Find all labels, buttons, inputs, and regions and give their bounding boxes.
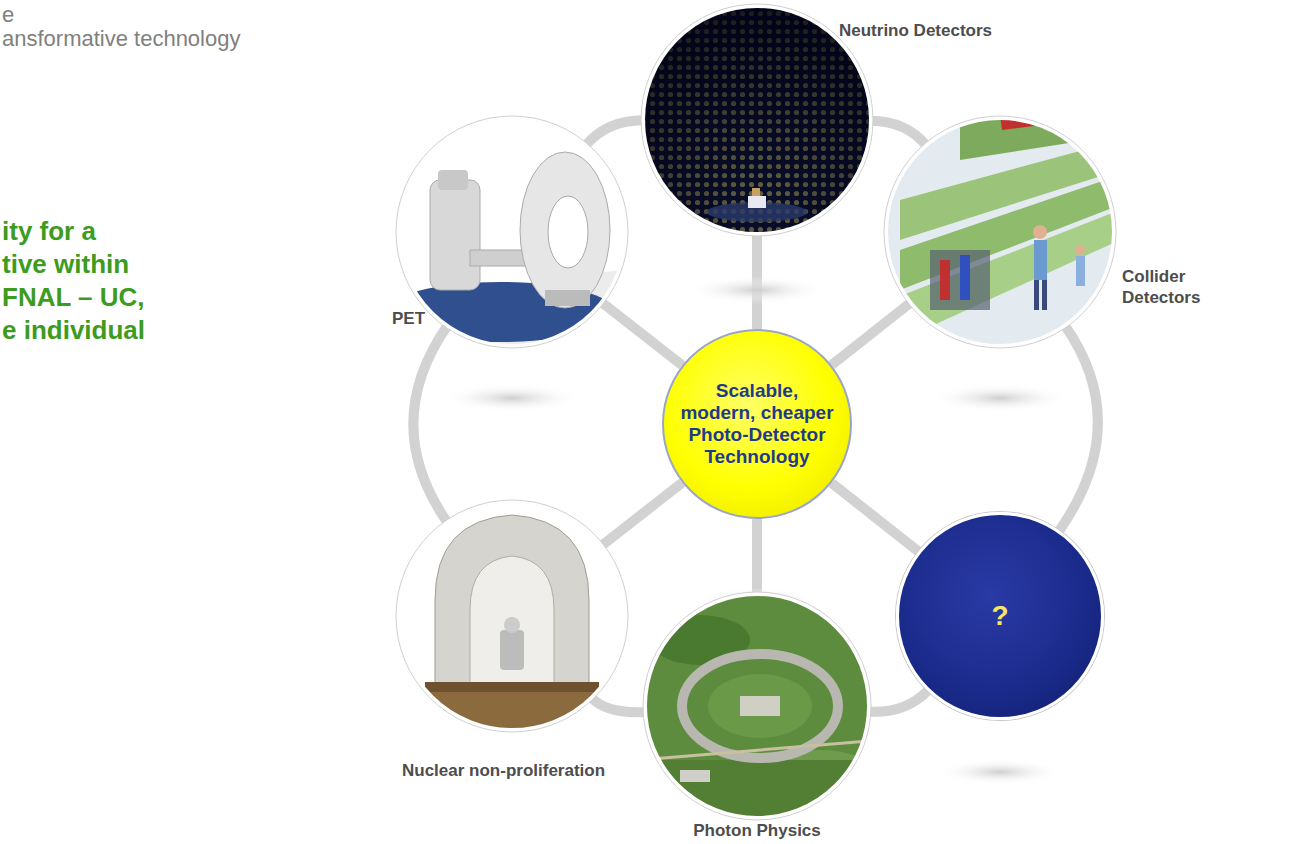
ring-arc: [413, 326, 447, 522]
label-holder: Photon Physics: [645, 820, 869, 841]
ring-arc: [586, 120, 643, 145]
spoke-line: [832, 303, 911, 365]
application-label: Nuclear non-proliferation: [402, 760, 632, 781]
hub-circle: Scalable, modern, cheaper Photo-Detector…: [662, 329, 852, 519]
application-label: Collider Detectors: [1122, 266, 1222, 308]
application-circle: Photon Physics: [645, 594, 869, 818]
slide-bullet-text: e individual: [2, 315, 145, 345]
slide-text: ansformative technology: [2, 26, 240, 52]
application-circle: Collider Detectors: [886, 118, 1114, 346]
hub-text: Scalable, modern, cheaper Photo-Detector…: [677, 380, 837, 468]
ring-arc: [871, 121, 926, 145]
spoke-line: [602, 302, 682, 365]
question-mark: ?: [991, 600, 1008, 632]
spoke-line: [752, 519, 762, 594]
application-label: PET: [392, 308, 436, 329]
slide-text: e: [2, 2, 14, 28]
spoke-line: [832, 483, 919, 552]
slide-bullet-text: FNAL – UC,: [2, 282, 145, 312]
ring-arc: [869, 691, 928, 712]
label-holder: Collider Detectors: [1122, 266, 1222, 308]
ring-arc: [1059, 326, 1098, 531]
label-holder: PET: [392, 308, 436, 329]
spoke-line: [602, 483, 682, 546]
application-circle: Nuclear non-proliferation: [398, 502, 626, 730]
unknown-circle: ?: [896, 512, 1104, 720]
label-holder: Neutrino Detectors: [839, 20, 1009, 41]
application-label: Photon Physics: [645, 820, 869, 841]
slide-bullet-text: ity for a: [2, 216, 96, 246]
application-label: Neutrino Detectors: [839, 20, 1009, 41]
slide-bullet-text: tive within: [2, 249, 129, 279]
label-holder: Nuclear non-proliferation: [402, 760, 632, 781]
application-circle: PET: [398, 118, 626, 346]
application-circle: Neutrino Detectors: [643, 6, 871, 234]
ring-arc: [591, 698, 645, 712]
